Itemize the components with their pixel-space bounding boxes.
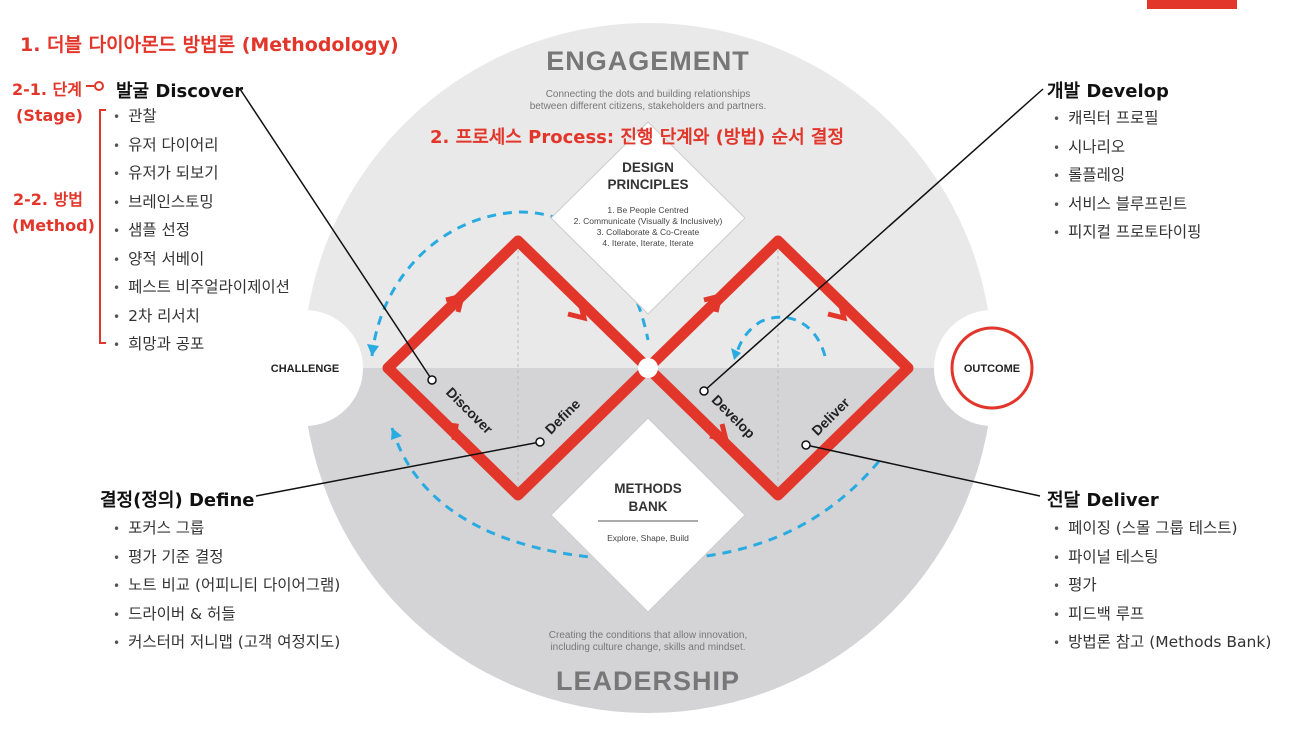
methods-bank-title-1: METHODS xyxy=(614,481,682,496)
page-title: 1. 더블 다이아몬드 방법론 (Methodology) xyxy=(20,34,399,56)
list-item: 노트 비교 (어피니티 다이어그램) xyxy=(113,572,340,601)
method-label-en: (Method) xyxy=(12,216,95,235)
deliver-heading: 전달 Deliver xyxy=(1047,490,1159,511)
list-item: 드라이버 & 허들 xyxy=(113,601,340,630)
leadership-desc-2: including culture change, skills and min… xyxy=(550,642,745,653)
design-principle-4: 4. Iterate, Iterate, Iterate xyxy=(602,238,693,248)
outcome-label: OUTCOME xyxy=(964,363,1020,375)
engagement-label: ENGAGEMENT xyxy=(546,46,750,76)
blue-loop-top-left xyxy=(370,210,650,357)
top-accent-bar xyxy=(1147,0,1237,9)
list-item: 평가 xyxy=(1053,572,1271,601)
methods-bank-title-2: BANK xyxy=(629,499,668,514)
list-item: 양적 서베이 xyxy=(113,246,290,275)
design-principle-1: 1. Be People Centred xyxy=(607,205,689,215)
methods-bank-diamond xyxy=(550,417,746,613)
list-item: 피드백 루프 xyxy=(1053,601,1271,630)
left-diamond xyxy=(382,235,652,501)
method-bracket xyxy=(99,109,106,344)
list-item: 커스터머 저니맵 (고객 여정지도) xyxy=(113,629,340,658)
leadership-desc-1: Creating the conditions that allow innov… xyxy=(549,630,747,641)
list-item: 브레인스토밍 xyxy=(113,189,290,218)
right-diamond xyxy=(644,235,914,501)
list-item: 피지컬 프로토타이핑 xyxy=(1053,219,1201,248)
stage-label: 2-1. 단계 xyxy=(12,80,82,99)
list-item: 서비스 블루프린트 xyxy=(1053,191,1201,220)
list-item: 희망과 공포 xyxy=(113,331,290,360)
discover-method-list: 관찰 유저 다이어리 유저가 되보기 브레인스토밍 샘플 선정 양적 서베이 페… xyxy=(113,103,290,360)
list-item: 평가 기준 결정 xyxy=(113,544,340,573)
design-principles-diamond xyxy=(550,121,746,315)
list-item: 2차 리서치 xyxy=(113,303,290,332)
define-heading: 결정(정의) Define xyxy=(100,490,255,511)
define-method-list: 포커스 그룹 평가 기준 결정 노트 비교 (어피니티 다이어그램) 드라이버 … xyxy=(113,515,340,658)
methods-bank-desc: Explore, Shape, Build xyxy=(607,533,689,543)
list-item: 관찰 xyxy=(113,103,290,132)
design-principles-title-2: PRINCIPLES xyxy=(607,177,688,192)
list-item: 캐릭터 프로필 xyxy=(1053,105,1201,134)
outcome-circle-ring xyxy=(950,326,1034,410)
list-item: 페이징 (스몰 그룹 테스트) xyxy=(1053,515,1271,544)
list-item: 샘플 선정 xyxy=(113,217,290,246)
list-item: 포커스 그룹 xyxy=(113,515,340,544)
deliver-callout-line xyxy=(805,444,1041,497)
list-item: 유저가 되보기 xyxy=(113,160,290,189)
list-item: 파이널 테스팅 xyxy=(1053,544,1271,573)
center-node xyxy=(638,358,658,378)
list-item: 유저 다이어리 xyxy=(113,132,290,161)
design-principle-2: 2. Communicate (Visually & Inclusively) xyxy=(574,216,723,226)
define-callout-line xyxy=(255,441,541,497)
challenge-label: CHALLENGE xyxy=(271,363,339,375)
stage-label-en: (Stage) xyxy=(16,106,83,125)
blue-loop-inner-right xyxy=(734,315,827,357)
engagement-desc-2: between different citizens, stakeholders… xyxy=(530,101,767,112)
discover-heading: 발굴 Discover xyxy=(116,81,244,102)
list-item: 시나리오 xyxy=(1053,134,1201,163)
develop-heading: 개발 Develop xyxy=(1047,81,1169,102)
design-principle-3: 3. Collaborate & Co-Create xyxy=(597,227,700,237)
list-item: 방법론 참고 (Methods Bank) xyxy=(1053,629,1271,658)
design-principles-title-1: DESIGN xyxy=(622,160,674,175)
develop-callout-line xyxy=(703,88,1044,392)
leadership-label: LEADERSHIP xyxy=(556,666,740,696)
develop-method-list: 캐릭터 프로필 시나리오 롤플레잉 서비스 블루프린트 피지컬 프로토타이핑 xyxy=(1053,105,1201,248)
list-item: 롤플레잉 xyxy=(1053,162,1201,191)
deliver-method-list: 페이징 (스몰 그룹 테스트) 파이널 테스팅 평가 피드백 루프 방법론 참고… xyxy=(1053,515,1271,658)
process-note: 2. 프로세스 Process: 진행 단계와 (방법) 순서 결정 xyxy=(430,127,845,148)
list-item: 페스트 비주얼라이제이션 xyxy=(113,274,290,303)
method-label: 2-2. 방법 xyxy=(13,190,83,209)
engagement-desc-1: Connecting the dots and building relatio… xyxy=(546,89,751,100)
